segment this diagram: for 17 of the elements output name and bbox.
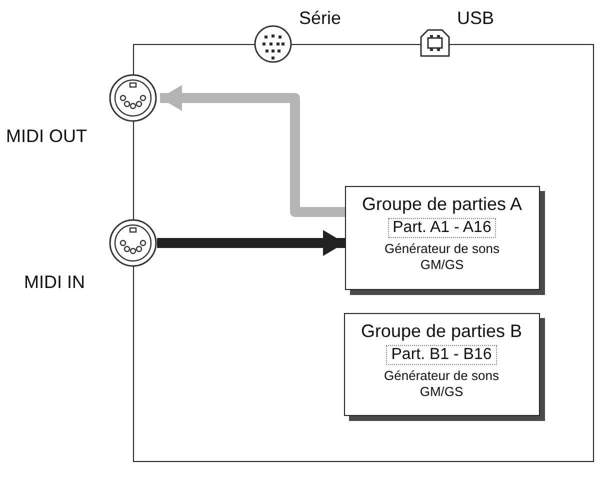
device-outline <box>133 44 594 462</box>
arrow <box>160 85 345 217</box>
port-label: MIDI OUT <box>6 126 87 147</box>
port-label: MIDI IN <box>24 272 85 293</box>
port-label: Série <box>299 8 342 29</box>
part-range-label: Part. A1 - A16 <box>388 218 496 238</box>
midi-din-connector-icon <box>109 74 157 122</box>
group-description: Générateur de sons GM/GS <box>384 240 500 272</box>
group-title: Groupe de parties B <box>360 320 522 342</box>
usb-port-icon <box>420 29 450 57</box>
arrow <box>157 230 345 256</box>
serial-port-icon <box>254 25 292 63</box>
part-range-label: Part. B1 - B16 <box>386 344 497 364</box>
group-title: Groupe de parties A <box>362 192 522 214</box>
group-description: Générateur de sons GM/GS <box>383 368 500 400</box>
port-label: USB <box>457 8 494 29</box>
midi-din-connector-icon <box>109 219 157 267</box>
